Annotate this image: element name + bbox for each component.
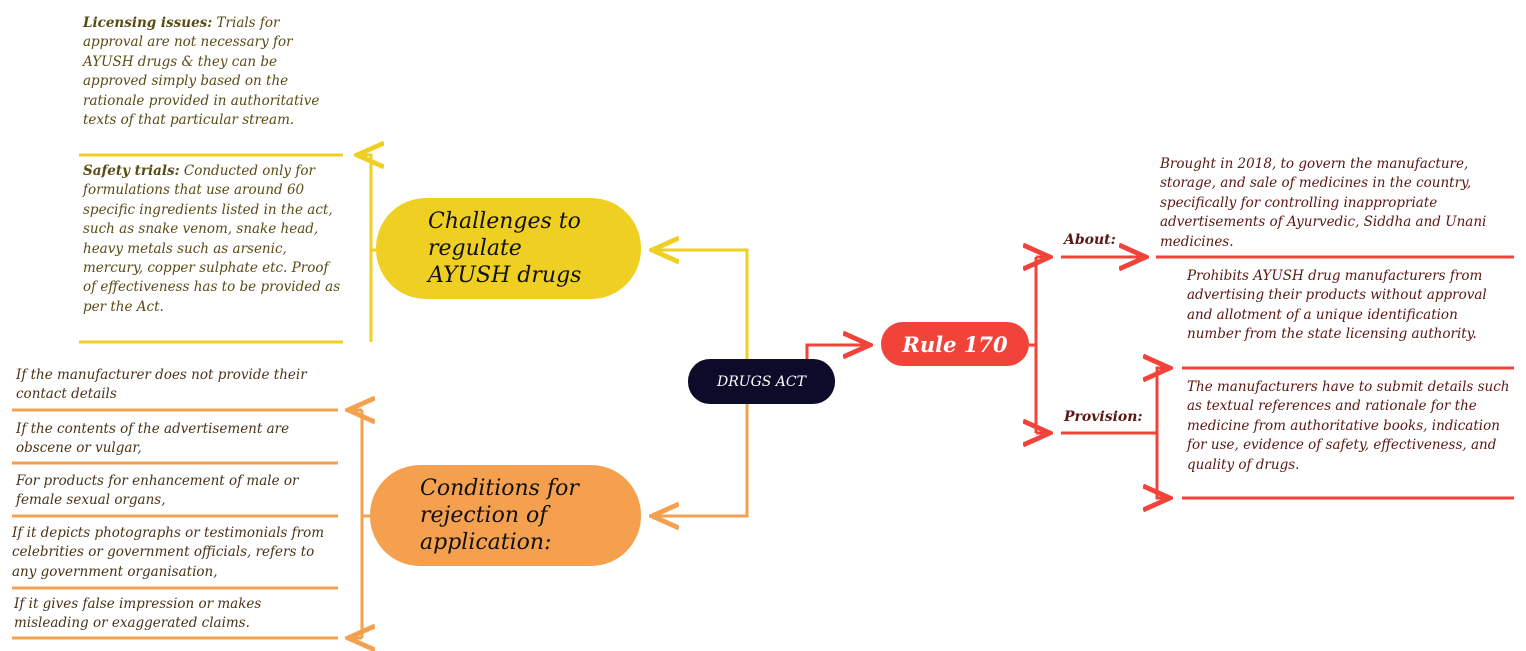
provision-item: The manufacturers have to submit details… (1187, 379, 1510, 473)
condition-item: If the manufacturer does not provide the… (16, 367, 307, 403)
center-node-drugs-act[interactable]: DRUGS ACT (688, 359, 835, 404)
challenge-item-licensing: Licensing issues: Trials for approval ar… (83, 14, 338, 130)
challenge-item-head: Safety trials: (83, 163, 180, 179)
edge-center-challenges (652, 250, 749, 360)
condition-item: If it gives false impression or makes mi… (14, 596, 262, 632)
provision-item: Prohibits AYUSH drug manufacturers from … (1187, 268, 1487, 343)
about-label: About: (1064, 232, 1116, 248)
edge-center-rule (805, 345, 870, 360)
edge-center-conditions (652, 404, 749, 516)
challenge-item-safety: Safety trials: Conducted only for formul… (83, 162, 341, 317)
conditions-node[interactable]: Conditions for rejection of application: (370, 465, 641, 566)
condition-item: For products for enhancement of male or … (16, 473, 299, 509)
center-label: DRUGS ACT (717, 373, 806, 390)
challenge-item-body: Conducted only for formulations that use… (83, 163, 341, 315)
provision-label: Provision: (1064, 409, 1143, 425)
rule-title: Rule 170 (902, 331, 1008, 357)
challenges-node[interactable]: Challenges to regulate AYUSH drugs (376, 198, 641, 299)
rule-170-node[interactable]: Rule 170 (881, 322, 1029, 366)
challenge-item-body: Trials for approval are not necessary fo… (83, 15, 320, 129)
condition-item: If the contents of the advertisement are… (16, 421, 290, 457)
challenges-title: Challenges to regulate AYUSH drugs (428, 209, 582, 288)
condition-item: If it depicts photographs or testimonial… (12, 525, 325, 580)
challenge-item-head: Licensing issues: (83, 15, 213, 31)
conditions-title: Conditions for rejection of application: (420, 476, 579, 555)
about-text: Brought in 2018, to govern the manufactu… (1160, 156, 1487, 250)
